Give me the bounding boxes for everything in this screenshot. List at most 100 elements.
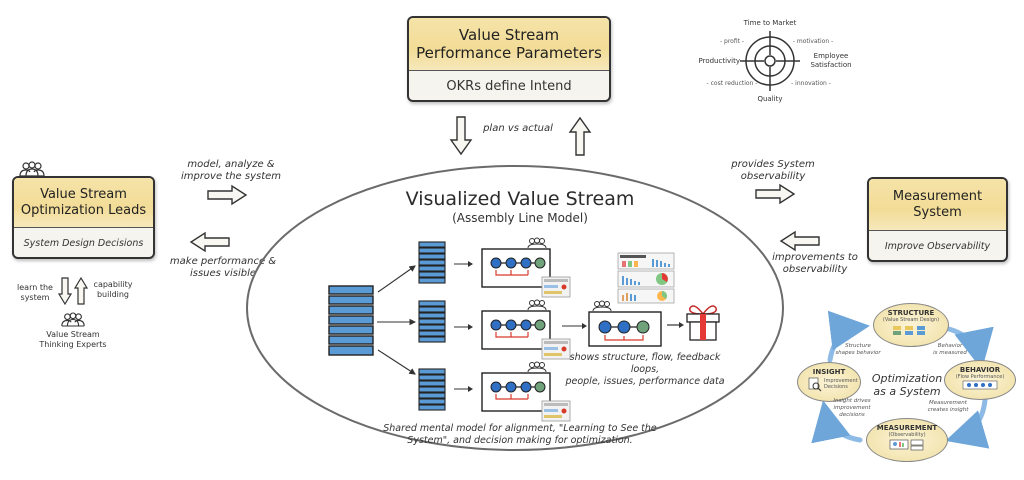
behavior-sub: (Flow Performance) <box>955 374 1005 380</box>
optimization-leads-title-1: Value Stream <box>40 186 127 202</box>
optimization-leads-footer: System Design Decisions <box>14 228 153 257</box>
performance-parameters-title-2: Performance Parameters <box>416 44 602 62</box>
measurement-title: MEASUREMENT <box>876 424 938 432</box>
target-left-label: Productivity <box>698 57 741 65</box>
thinking-experts-label: Value Stream Thinking Experts <box>28 330 118 350</box>
structure-diagram-icon <box>893 326 925 335</box>
cycle-center-line-1: Optimization <box>871 372 943 385</box>
improvements-label-2: observability <box>782 264 848 275</box>
structure-sub: (Value Stream Design) <box>882 317 940 323</box>
experts-team-icon <box>61 312 85 327</box>
edge-insight-drives: Insight drives improvement decisions <box>826 398 878 419</box>
target-top-left-label: - profit - <box>719 38 745 45</box>
edge-3-line-2: improvement <box>833 405 871 411</box>
experts-label-1: Value Stream <box>46 330 100 339</box>
optimization-leads-box: Value Stream Optimization Leads System D… <box>12 176 155 259</box>
shows-label-1: shows structure, flow, feedback loops, <box>569 352 721 375</box>
model-analyze-label-2: improve the system <box>180 171 282 182</box>
measurement-sub: (Observability) <box>888 432 926 438</box>
team-queue-icon <box>418 241 446 284</box>
edge-3-line-1: Insight drives <box>833 398 871 404</box>
structure-title: STRUCTURE <box>887 309 935 317</box>
performance-parameters-title-1: Value Stream <box>458 26 560 44</box>
measurement-system-title-1: Measurement <box>892 188 983 204</box>
edge-behavior-measured: Behavior is measured <box>925 343 975 357</box>
target-top-right-label: - motivation - <box>792 38 834 45</box>
team-icon <box>19 161 45 177</box>
insight-title: INSIGHT <box>812 368 846 376</box>
cycle-node-structure: STRUCTURE (Value Stream Design) <box>873 303 949 347</box>
insight-sub-2: Decisions <box>824 384 848 390</box>
experts-label-2: Thinking Experts <box>39 340 107 349</box>
team-queue-icon <box>418 368 446 411</box>
improvements-observability-label: improvements to observability <box>772 252 858 276</box>
edge-1-line-2: is measured <box>933 350 967 356</box>
branch-arrows <box>377 265 417 375</box>
to-gift-arrow-icon <box>667 322 684 328</box>
target-right-label-2: Satisfaction <box>810 61 852 69</box>
shows-label-2: people, issues, performance data <box>565 376 725 387</box>
edge-4-line-1: Structure <box>845 343 871 349</box>
plan-vs-actual-label: plan vs actual <box>483 123 553 134</box>
shared-mental-model-caption: Shared mental model for alignment, "Lear… <box>370 423 670 447</box>
target-right-label-1: Employee <box>813 52 849 60</box>
flow-arrow-icon <box>454 386 473 392</box>
make-performance-visible-label: make performance & issues visible <box>168 256 278 280</box>
left-arrow-icon <box>189 231 230 253</box>
magnifier-icon <box>808 377 822 392</box>
flow-arrow-icon <box>454 324 473 330</box>
target-right-label: Employee Satisfaction <box>804 52 858 70</box>
performance-parameters-box: Value Stream Performance Parameters OKRs… <box>407 16 611 102</box>
performance-parameters-footer: OKRs define Intend <box>409 71 609 100</box>
target-bottom-right-label: - innovation - <box>791 80 831 87</box>
team-flow-diagram <box>481 361 571 422</box>
edge-structure-shapes: Structure shapes behavior <box>832 343 884 357</box>
flow-to-aggregate-arrow-icon <box>562 323 587 329</box>
model-analyze-label: model, analyze & improve the system <box>176 159 286 183</box>
insight-sub-1: Improvement <box>824 378 858 384</box>
center-subtitle: (Assembly Line Model) <box>452 211 588 225</box>
cycle-center-label: Optimization as a System <box>862 372 952 398</box>
caption-line-1: Shared mental model for alignment, "Lear… <box>383 423 657 434</box>
cycle-node-insight: INSIGHT Improvement Decisions <box>797 362 861 402</box>
provides-observability-label: provides System observability <box>730 159 816 183</box>
cycle-node-behavior: BEHAVIOR (Flow Performance) <box>944 360 1016 400</box>
left-arrow-icon <box>779 230 820 252</box>
capability-label-2: building <box>96 290 130 299</box>
measurement-system-header: Measurement System <box>869 179 1006 231</box>
optimization-leads-header: Value Stream Optimization Leads <box>14 178 153 228</box>
learn-down-arrow-icon <box>57 277 73 306</box>
measurement-system-footer: Improve Observability <box>869 231 1006 260</box>
capability-building-label: capability building <box>90 280 136 300</box>
edge-measurement-insight: Measurement creates insight <box>922 400 974 414</box>
value-stream-ellipse <box>246 165 784 451</box>
model-analyze-label-1: model, analyze & <box>187 159 275 170</box>
make-performance-label-2: issues visible <box>189 268 257 279</box>
edge-2-line-1: Measurement <box>929 400 967 406</box>
team-flow-diagram <box>481 299 571 360</box>
system-design-decisions-label: System Design Decisions <box>23 237 144 249</box>
improvements-label-1: improvements to <box>772 252 858 263</box>
learn-label-1: learn the <box>17 283 53 292</box>
target-bottom-label: Quality <box>757 95 783 103</box>
team-queue-icon <box>418 300 446 343</box>
cycle-arrows <box>811 310 994 449</box>
edge-4-line-2: shapes behavior <box>835 350 881 356</box>
edge-1-line-1: Behavior <box>937 343 963 349</box>
down-arrow-icon <box>449 116 473 156</box>
up-arrow-icon <box>568 116 592 156</box>
insight-sub: Improvement Decisions <box>824 378 858 390</box>
capability-label-1: capability <box>93 280 133 289</box>
monitor-icon <box>889 439 924 451</box>
edge-3-line-3: decisions <box>839 412 865 418</box>
measurement-system-box: Measurement System Improve Observability <box>867 177 1008 262</box>
center-title: Visualized Value Stream <box>405 188 635 210</box>
okrs-label: OKRs define Intend <box>446 78 572 94</box>
provides-label-1: provides System <box>731 159 815 170</box>
learn-label-2: system <box>20 293 50 302</box>
improve-observability-label: Improve Observability <box>884 240 991 252</box>
performance-dashboard-icon <box>617 252 675 304</box>
capability-up-arrow-icon <box>73 276 89 305</box>
measurement-system-title-2: System <box>913 204 962 220</box>
target-top-label: Time to Market <box>743 19 797 27</box>
